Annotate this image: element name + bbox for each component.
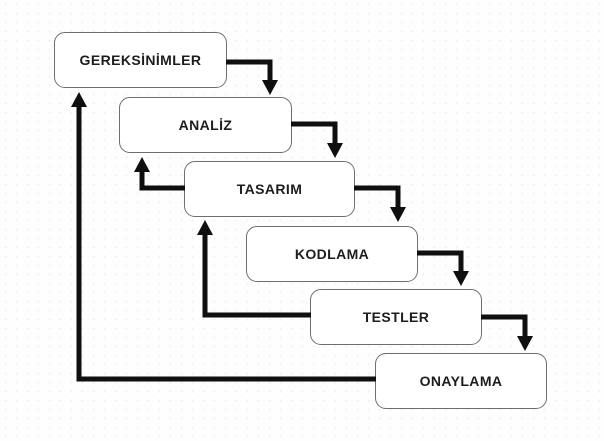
stage-label-onaylama: ONAYLAMA xyxy=(419,373,503,389)
arrow-feedback-tasarim-to-analiz xyxy=(134,157,185,191)
arrow-forward-gereksinimler-to-analiz xyxy=(226,59,278,95)
arrow-forward-analiz-to-tasarim xyxy=(291,121,343,158)
stage-box-kodlama: KODLAMA xyxy=(246,226,418,282)
stage-box-tasarim: TASARIM xyxy=(184,161,355,217)
stage-label-gereksinimler: GEREKSİNİMLER xyxy=(79,52,202,68)
stage-label-testler: TESTLER xyxy=(362,309,430,325)
stage-box-analiz: ANALİZ xyxy=(119,97,292,153)
arrow-forward-testler-to-onaylama xyxy=(481,314,533,351)
stage-box-testler: TESTLER xyxy=(310,289,482,345)
stage-label-tasarim: TASARIM xyxy=(236,181,303,197)
stage-box-onaylama: ONAYLAMA xyxy=(375,353,547,409)
stage-label-kodlama: KODLAMA xyxy=(294,246,370,262)
stage-label-analiz: ANALİZ xyxy=(178,117,233,133)
stage-box-gereksinimler: GEREKSİNİMLER xyxy=(54,32,227,88)
arrow-forward-tasarim-to-kodlama xyxy=(354,185,406,222)
arrow-forward-kodlama-to-testler xyxy=(417,250,469,286)
